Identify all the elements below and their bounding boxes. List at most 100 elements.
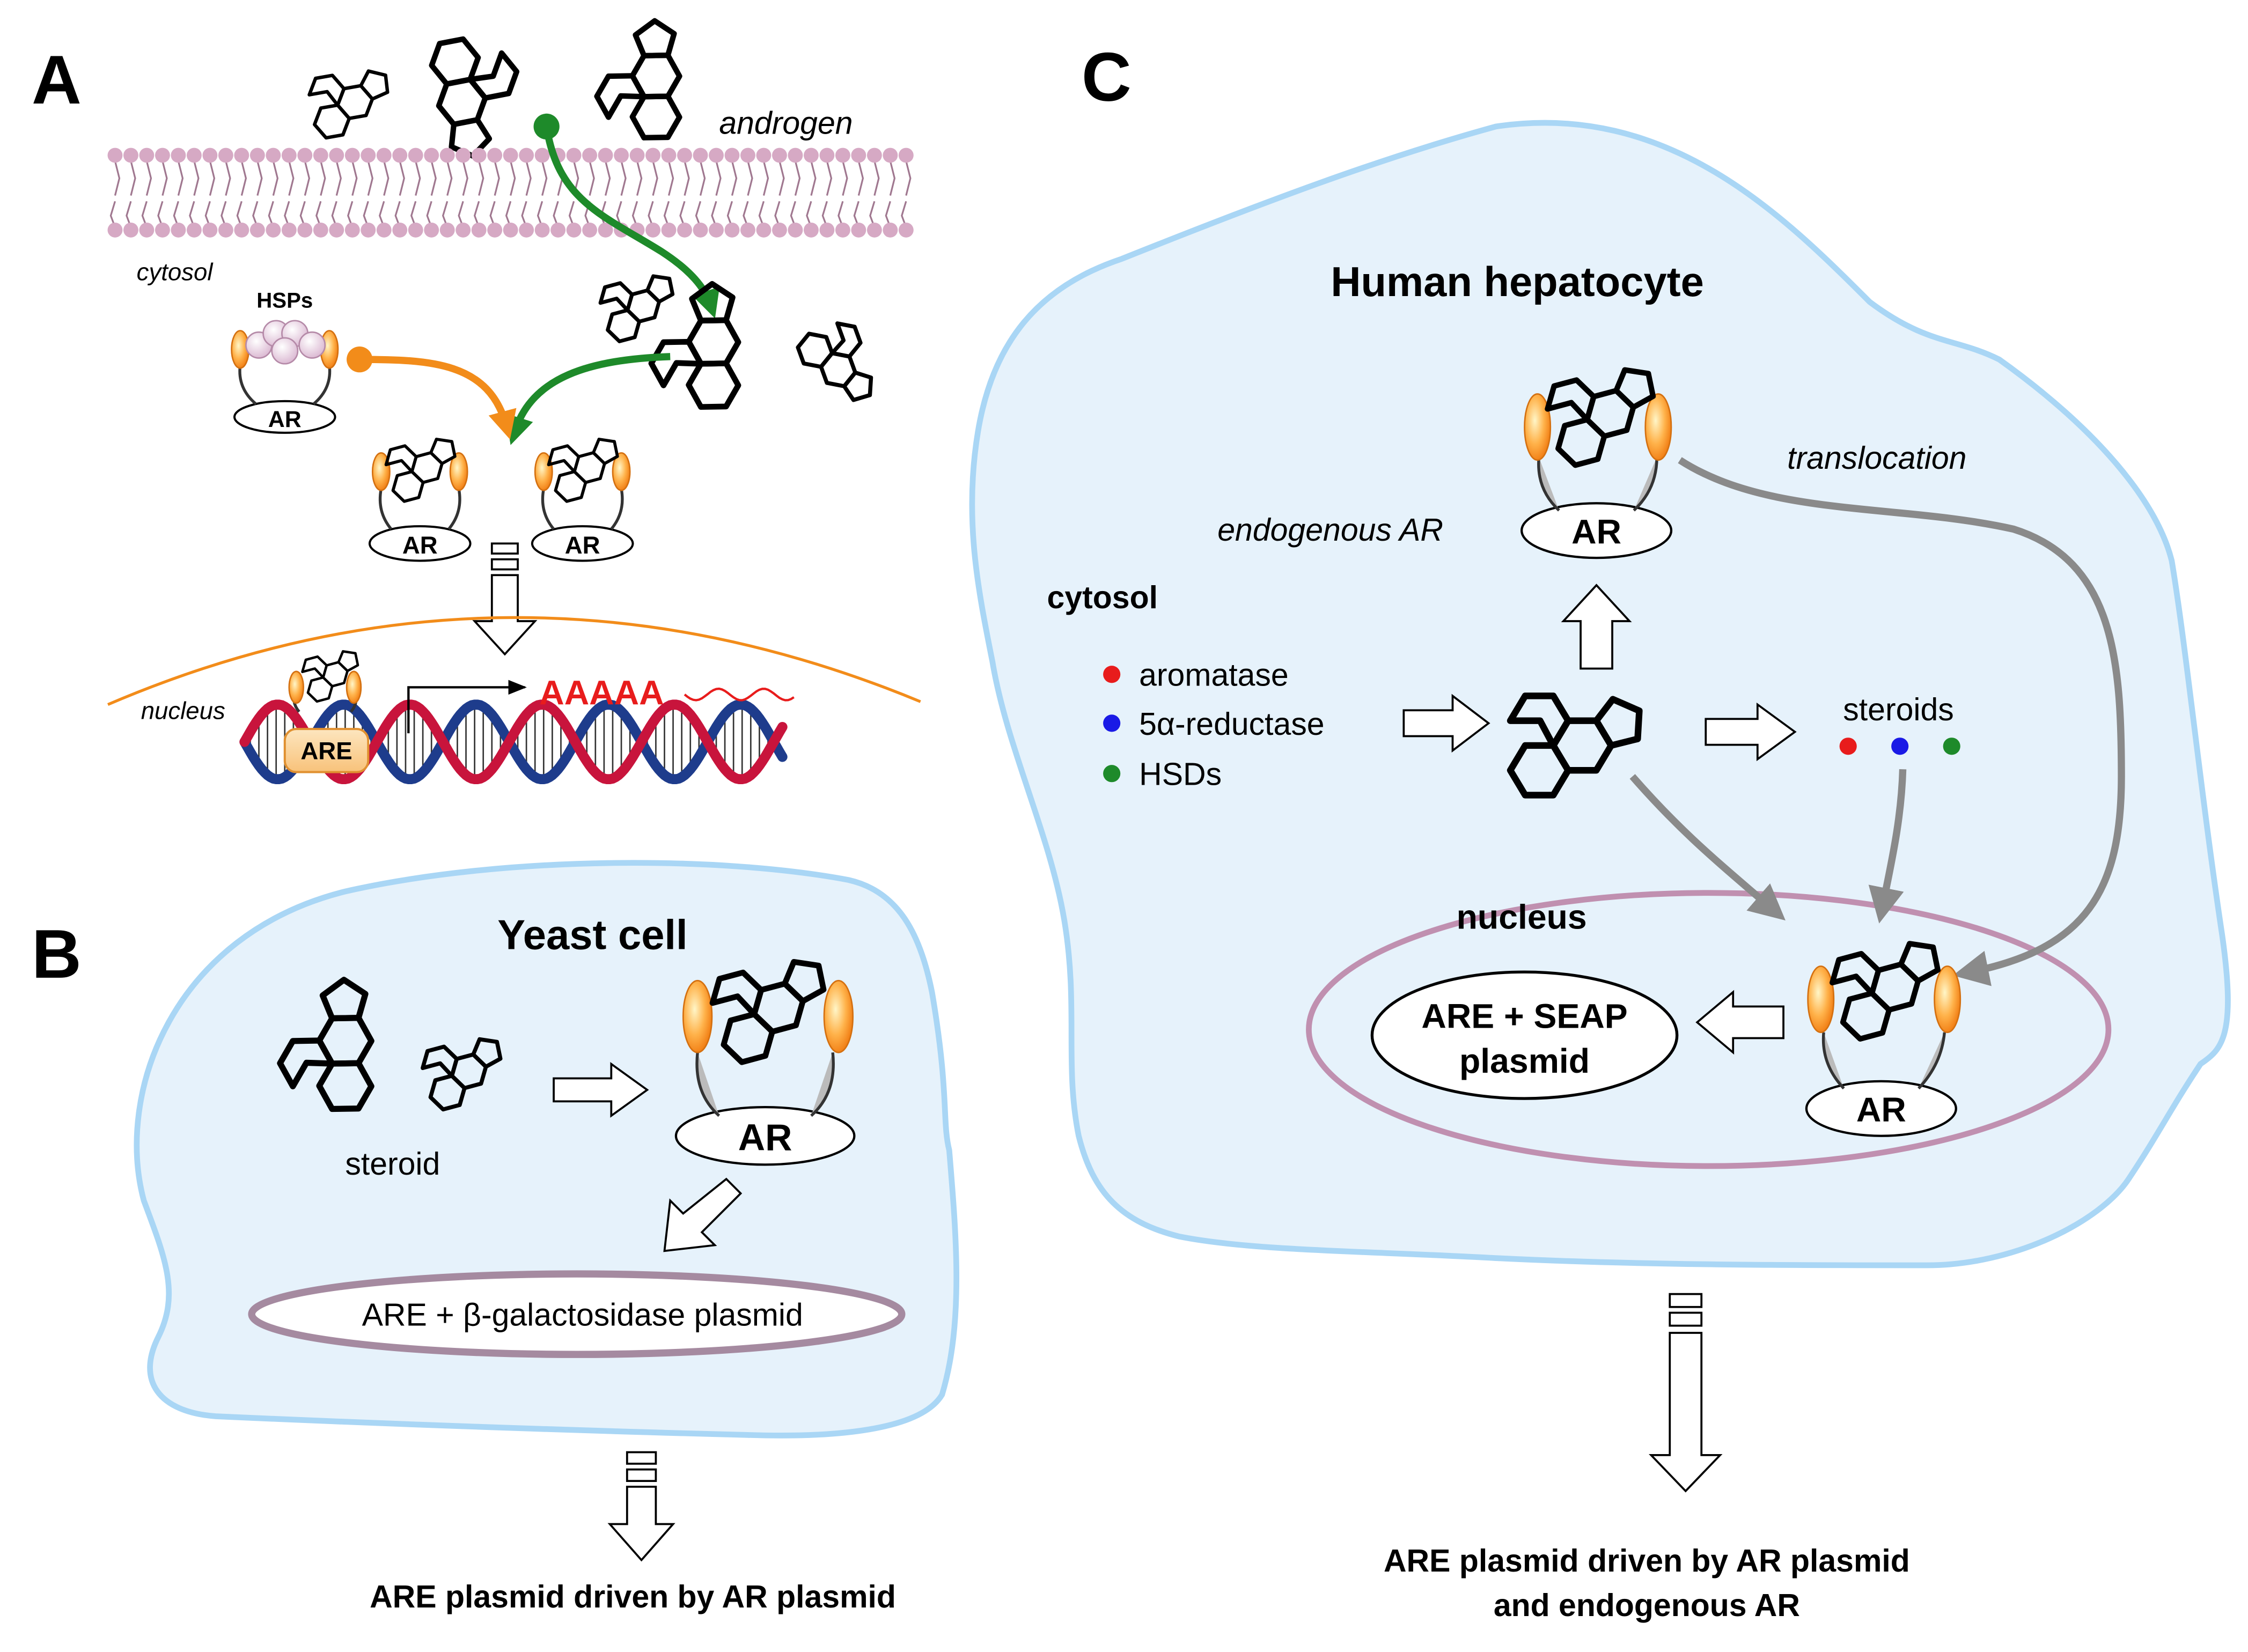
nuclear-envelope [107, 616, 921, 706]
nucleus-label-a: nucleus [141, 697, 225, 724]
seap-plasmid-line1: ARE + SEAP [1421, 997, 1627, 1036]
panel-a: androgen cytosol AR HSPs [107, 14, 921, 785]
are-label: ARE [300, 737, 352, 764]
hepatocyte-result-line1: ARE plasmid driven by AR plasmid [1384, 1544, 1910, 1579]
ar-label-c-bottom: AR [1856, 1090, 1906, 1129]
hsp-bead [271, 337, 299, 365]
yeast-result: ARE plasmid driven by AR plasmid [370, 1580, 896, 1614]
enzyme-arrow [1402, 694, 1490, 753]
yeast-plasmid [248, 1270, 906, 1358]
ar-body [1805, 1080, 1957, 1137]
ar-lobe [612, 452, 631, 491]
seap-plasmid-line2: plasmid [1459, 1042, 1590, 1080]
ar-lobe [682, 979, 713, 1053]
ar-on-dna: ARE [283, 647, 370, 773]
androgen-molecule [597, 270, 681, 343]
result-arrow-c [1649, 1293, 1723, 1493]
ar-lobe [346, 670, 362, 704]
enzyme-label-5a-reductase: 5α-reductase [1139, 707, 1325, 742]
androgen-molecule [795, 318, 878, 412]
ar-body [674, 1105, 856, 1166]
ar-hsp-complex: AR HSPs [231, 289, 339, 434]
metabolite-entry-arrow [1868, 769, 1907, 924]
ar-bound-right: AR [531, 434, 634, 562]
ar-lobe [1524, 393, 1552, 461]
transcript-label: AAAAA [539, 674, 664, 712]
enzyme-legend: aromatase 5α-reductase HSDs [1103, 658, 1325, 792]
nuclear-ar: AR [1805, 935, 1962, 1137]
ar-body [368, 525, 472, 562]
ar-lobe [1807, 965, 1835, 1034]
binding-arrow-b [553, 1062, 649, 1118]
ar-arm [810, 1052, 835, 1117]
ar-lobe [1934, 965, 1962, 1034]
cytosol-label-a: cytosol [137, 259, 214, 286]
ar-arm [1918, 1032, 1946, 1090]
enzyme-label-aromatase: aromatase [1139, 658, 1289, 693]
androgen-molecule [591, 14, 715, 148]
dna-helix [239, 699, 788, 785]
steroid-label: steroid [345, 1147, 440, 1182]
endogenous-ar-label: endogenous AR [1217, 513, 1443, 548]
ar-label: AR [402, 532, 438, 559]
ar-body [233, 400, 336, 434]
yeast-plasmid-label: ARE + β-galactosidase plasmid [362, 1298, 803, 1333]
hsps-label: HSPs [256, 289, 313, 313]
translocation-label: translocation [1787, 441, 1966, 476]
ar-lobe [288, 670, 304, 704]
transcription-arrow-c [1695, 990, 1784, 1055]
enzyme-dot-5a-reductase [1103, 714, 1121, 732]
ar-bound-left: AR [368, 434, 472, 562]
binding-arrow-up [1561, 584, 1632, 670]
ar-body [531, 525, 634, 562]
enzyme-dot-aromatase [1103, 666, 1121, 683]
ar-label: AR [565, 532, 600, 559]
panel-b: Yeast cell steroid AR ARE + β-galactosid… [134, 860, 960, 1614]
ar-body [1520, 502, 1673, 559]
transcription-arrow-b [663, 1177, 743, 1252]
hsp-bead [298, 331, 326, 359]
ar-arm [1821, 1032, 1845, 1090]
ar-arm [1633, 457, 1658, 512]
ar-label-b: AR [738, 1117, 792, 1159]
result-arrow-b [607, 1451, 675, 1562]
steroid-dot-red [1839, 738, 1857, 755]
steroids-label: steroids [1843, 692, 1953, 727]
androgen-label: androgen [719, 106, 853, 141]
ar-lobe [823, 979, 854, 1053]
are-element [283, 728, 370, 773]
nucleus-label-c: nucleus [1457, 898, 1587, 936]
ar-lobe [1644, 393, 1672, 461]
transcription-start-arrow [407, 680, 527, 734]
androgen-molecule [307, 67, 395, 139]
translocation-arrow [1678, 457, 2125, 986]
steroid-dot-blue [1891, 738, 1909, 755]
ar-arm [1537, 457, 1560, 512]
androgen-molecule [407, 32, 521, 160]
ar-lobe [449, 452, 468, 491]
steroid-entry-arrow [1629, 774, 1786, 921]
ar-label-c-top: AR [1571, 512, 1621, 551]
ar-arm [695, 1052, 721, 1117]
hepatocyte-result-line2: and endogenous AR [1494, 1588, 1800, 1623]
cytosol-label-c: cytosol [1047, 580, 1158, 615]
seap-plasmid [1370, 970, 1679, 1100]
steroid-dot-green [1943, 738, 1960, 755]
green-binding-arrow [505, 353, 671, 445]
panel-label-a: A [32, 42, 82, 119]
enzyme-label-hsds: HSDs [1139, 757, 1222, 792]
cell-membrane [107, 148, 914, 238]
panel-c: Human hepatocyte AR endogenous AR transl… [969, 120, 2231, 1623]
endogenous-ar: AR [1520, 362, 1673, 559]
metabolism-arrow [1705, 702, 1797, 762]
mrna-tail [684, 687, 795, 702]
translocation-arrow-a [472, 542, 538, 656]
ar-label: AR [268, 407, 302, 432]
ar-bound-b: AR [674, 953, 856, 1166]
yeast-cell-title: Yeast cell [497, 912, 687, 958]
panel-label-c: C [1082, 39, 1132, 116]
orange-dissociation-arrow [359, 356, 517, 440]
hepatocyte-title: Human hepatocyte [1331, 259, 1703, 305]
